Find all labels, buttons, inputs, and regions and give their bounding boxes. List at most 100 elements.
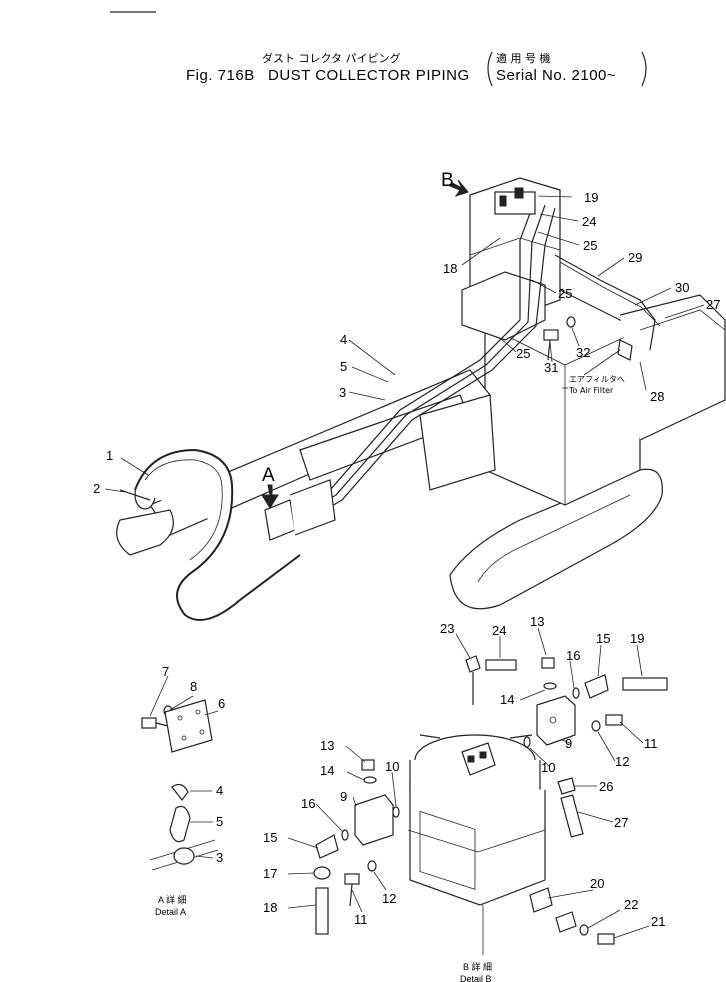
callout-detail-b-13-top: 13: [530, 614, 544, 629]
callout-detail-b-15-left: 15: [263, 830, 277, 845]
suction-nozzle: [116, 509, 174, 556]
to-air-filter-jp: エアフィルタへ: [569, 375, 625, 384]
detail-b-elbow-15-left: [315, 834, 339, 859]
detail-a-band-3: [173, 847, 195, 865]
callout-detail-b-19: 19: [630, 631, 644, 646]
serial-range: Serial No. 2100~: [496, 67, 616, 84]
detail-b-oring-16-left: [341, 829, 349, 841]
callout-29: 29: [628, 250, 642, 265]
detail-b-leaders: [287, 627, 650, 939]
callout-detail-a-5: 5: [216, 814, 223, 829]
callout-25-b: 25: [558, 286, 572, 301]
detail-b-pipe-18: [315, 887, 329, 935]
applicable-japanese: 適 用 号 機: [496, 51, 551, 65]
bolt-31: [543, 329, 559, 341]
detail-b-pipe-24: [485, 659, 517, 671]
callout-19: 19: [584, 190, 598, 205]
rear-housing: [619, 294, 726, 441]
detail-b-washer-22: [579, 924, 589, 936]
title-japanese: ダスト コレクタ パイピング: [262, 51, 401, 65]
detail-b-tank-body: [409, 780, 546, 906]
detail-b-bolt-11-top: [605, 714, 623, 726]
callout-18: 18: [443, 261, 457, 276]
callout-detail-b-9-top: 9: [565, 736, 572, 751]
detail-b-oring-10-top: [523, 736, 531, 748]
detail-b-pipe-27: [560, 794, 584, 838]
callout-detail-b-12-top: 12: [615, 754, 629, 769]
callout-detail-b-14-top: 14: [500, 692, 514, 707]
callout-detail-a-4: 4: [216, 783, 223, 798]
view-label-a: A: [262, 465, 275, 486]
detail-b-bolt-11-left: [344, 873, 360, 885]
detail-b-oring-16-top: [572, 687, 580, 699]
detail-a-clip-4: [171, 783, 189, 801]
detail-b-plug-13-left: [361, 759, 375, 771]
dust-hose: [134, 448, 301, 621]
boom-bracket: [419, 394, 496, 491]
detail-a-bolt-7: [141, 717, 157, 729]
callout-detail-b-10-left: 10: [385, 759, 399, 774]
detail-b-elbow-26: [557, 777, 576, 795]
callout-detail-b-16-top: 16: [566, 648, 580, 663]
detail-a-label-en: Detail A: [155, 907, 186, 917]
detail-b-plug-13-top: [541, 657, 555, 669]
detail-b-oring-10-left: [392, 806, 400, 818]
detail-b-bracket-20: [529, 887, 553, 913]
callout-25-c: 25: [516, 346, 530, 361]
detail-b-clamp-20b: [555, 911, 577, 933]
elbow-28: [617, 339, 633, 361]
callout-detail-b-14-left: 14: [320, 763, 334, 778]
callout-detail-b-15-top: 15: [596, 631, 610, 646]
callout-1: 1: [106, 448, 113, 463]
callout-detail-b-26: 26: [599, 779, 613, 794]
callout-31: 31: [544, 360, 558, 375]
callout-detail-b-11-top: 11: [644, 736, 658, 751]
detail-a-clamp-5: [169, 805, 191, 843]
detail-b-oring-14-left: [363, 776, 377, 784]
detail-a-leaders: [149, 675, 219, 859]
detail-b-group: [313, 655, 668, 955]
detail-b-label-jp: B 詳 細: [463, 961, 492, 972]
machine-assembly: [116, 177, 726, 621]
callout-3: 3: [339, 385, 346, 400]
view-arrow-a: [261, 484, 279, 509]
callout-detail-b-16-left: 16: [301, 796, 315, 811]
detail-b-bolt-21: [597, 933, 615, 945]
crawler-track: [449, 468, 663, 610]
callout-numbers: 1 2 3 4 5 18 19 24 25 25 25 29 30 27 28 …: [93, 190, 720, 929]
callout-detail-a-3: 3: [216, 850, 223, 865]
detail-b-label-en: Detail B: [460, 974, 492, 982]
callout-32: 32: [576, 345, 590, 360]
figure-number: Fig. 716B: [186, 67, 255, 84]
detail-a-label-jp: A 詳 細: [158, 894, 187, 905]
detail-b-washer-12-left: [367, 860, 377, 872]
detail-b-washer-12-top: [591, 720, 601, 732]
detail-b-fitting-17: [313, 866, 331, 880]
detail-b-elbow-23: [465, 655, 481, 673]
callout-5: 5: [340, 359, 347, 374]
callout-4: 4: [340, 332, 347, 347]
callout-detail-b-21: 21: [651, 914, 665, 929]
paren-right: [641, 51, 647, 87]
callout-detail-b-9-left: 9: [340, 789, 347, 804]
callout-detail-b-22: 22: [624, 897, 638, 912]
callout-detail-b-18: 18: [263, 900, 277, 915]
callout-detail-a-6: 6: [218, 696, 225, 711]
callout-25-a: 25: [583, 238, 597, 253]
detail-b-manifold: [461, 742, 496, 776]
callout-detail-b-10-top: 10: [541, 760, 555, 775]
callout-27: 27: [706, 297, 720, 312]
view-arrow-b: [449, 179, 469, 197]
detail-b-pipe-19: [622, 677, 668, 691]
callout-28: 28: [650, 389, 664, 404]
detail-b-valve-block-9-left: [354, 794, 394, 846]
main-leaders: [104, 195, 705, 493]
callout-detail-b-24: 24: [492, 623, 506, 638]
callout-detail-b-27: 27: [614, 815, 628, 830]
detail-b-elbow-15-top: [584, 674, 609, 699]
callout-2: 2: [93, 481, 100, 496]
callout-detail-b-23: 23: [440, 621, 454, 636]
detail-a-group: [141, 699, 219, 871]
callout-detail-b-12-left: 12: [382, 891, 396, 906]
